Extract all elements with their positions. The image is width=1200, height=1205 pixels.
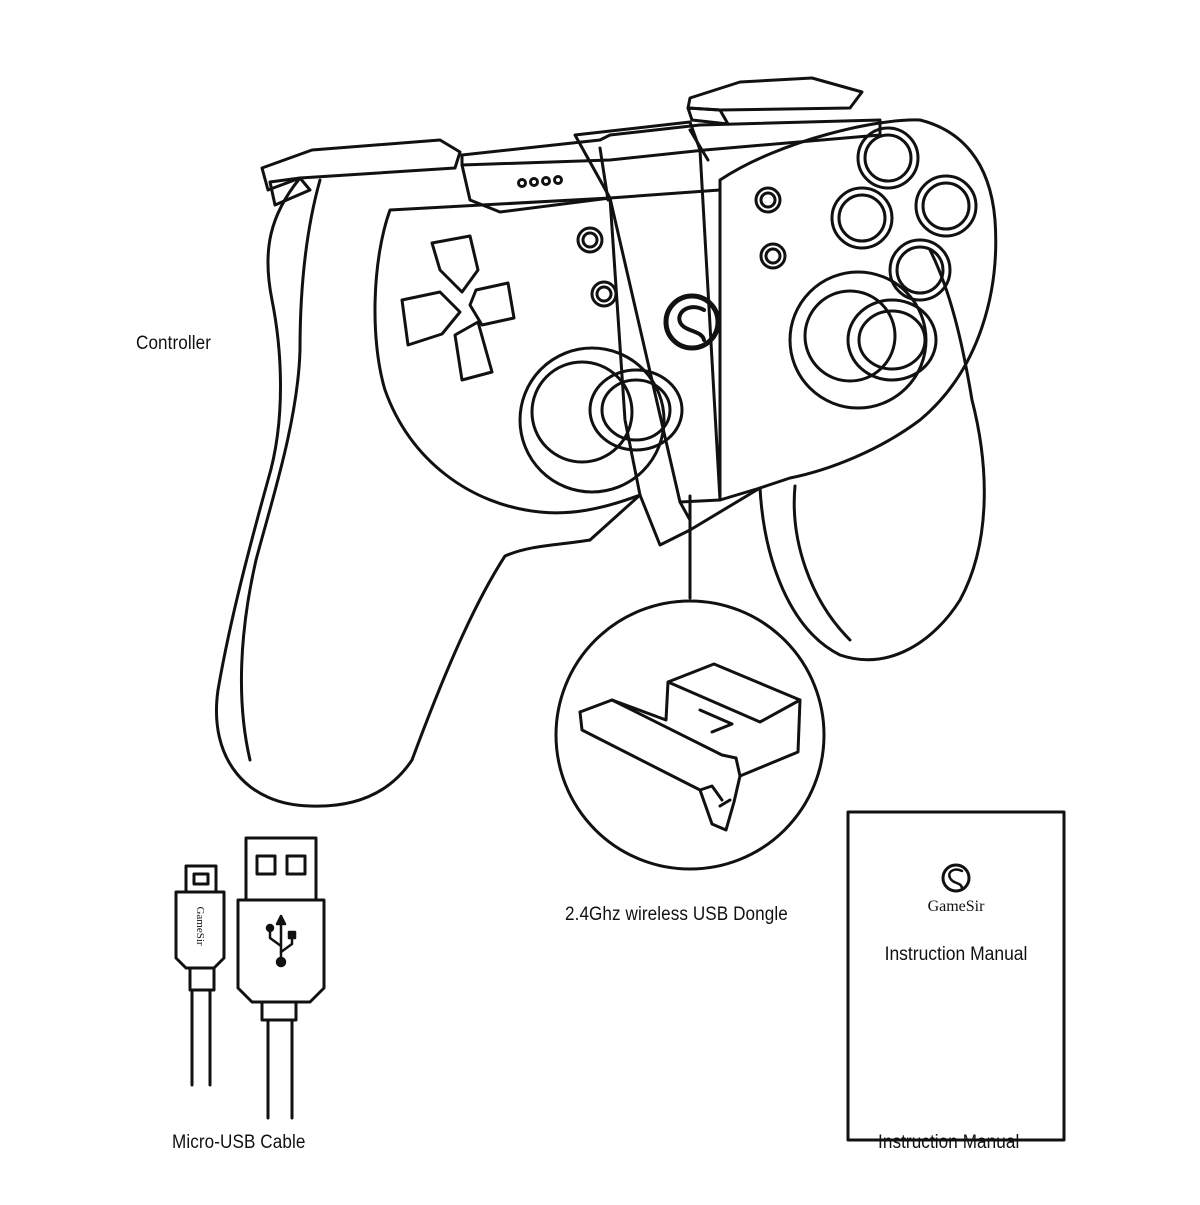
manual-brand-text: GameSir [927,898,985,915]
manual-illustration [846,810,1066,1142]
left-thumbstick [518,346,684,494]
gamesir-logo-icon [663,293,721,351]
right-thumbstick [788,270,938,410]
dongle-callout-circle [554,599,826,871]
cable-brand-text: GameSir [194,906,206,946]
manual-label: Instruction Manual [878,1132,1020,1153]
dpad [400,234,516,382]
manual-cover [846,810,1066,1142]
usb-a-plug [236,898,326,1004]
manual-cover-title: Instruction Manual [884,944,1028,965]
left-grip [215,176,592,808]
right-grip [758,248,986,662]
cable-label: Micro-USB Cable [172,1132,306,1153]
gamesir-logo-icon [941,863,971,893]
controller-label: Controller [136,333,212,354]
controller-illustration [215,76,998,808]
cable-illustration [174,836,326,1120]
dongle-illustration [554,599,826,871]
start-button [590,280,618,308]
mode-button [759,242,787,270]
face-buttons [830,126,978,302]
left-face-plate [373,196,642,515]
dongle-label: 2.4Ghz wireless USB Dongle [565,904,788,925]
right-face-plate [718,118,998,502]
select-button [576,226,604,254]
home-button [754,186,782,214]
center-holder [573,120,722,504]
usb-symbol-icon [265,914,297,968]
